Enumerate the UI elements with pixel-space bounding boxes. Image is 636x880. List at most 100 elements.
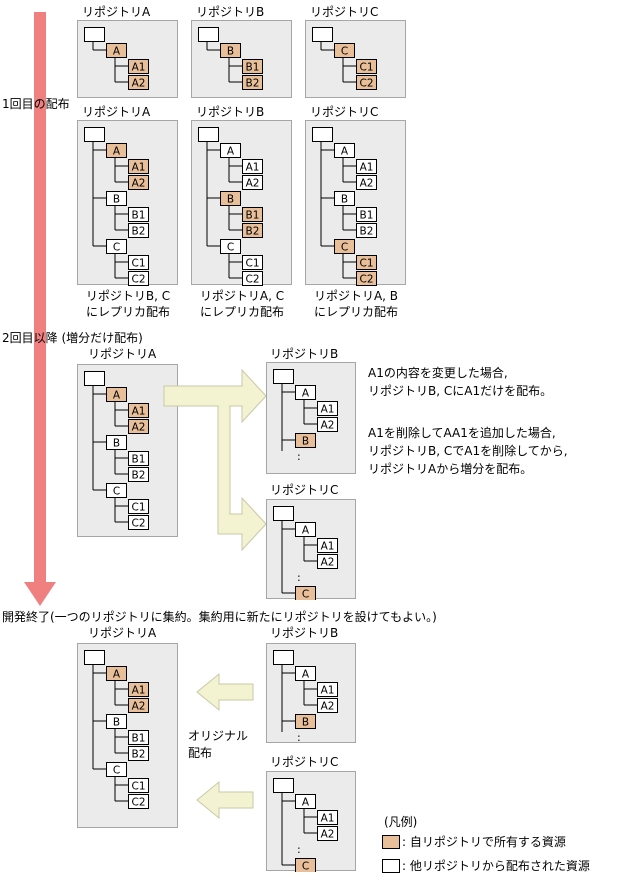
- tree-node-label-c2: C2: [131, 274, 145, 286]
- tree-node-label-a1: A1: [321, 404, 335, 416]
- repo-b-title-2: リポジトリB: [196, 105, 265, 119]
- tree-node-label-b1: B1: [132, 210, 146, 222]
- tree-node-label-a1: A1: [132, 406, 146, 418]
- tree-node-label-a2: A2: [132, 422, 146, 434]
- tree-node-a: [295, 794, 316, 809]
- tree-node-c2: [128, 794, 149, 809]
- tree-node-a2: [128, 75, 149, 90]
- tree-ellipsis: :: [297, 450, 301, 463]
- tree-node-label-a: A: [227, 146, 235, 158]
- tree-node-a1: [128, 403, 149, 418]
- tree-node-c: [220, 239, 241, 254]
- tree-node-a1: [317, 682, 338, 697]
- tree-node-c1: [356, 255, 377, 270]
- tree-node-b2: [128, 746, 149, 761]
- tree-node-label-a2: A2: [132, 78, 146, 90]
- tree-node-b2: [356, 223, 377, 238]
- repo-a-title-2: リポジトリA: [82, 105, 151, 119]
- tree-node-c: [295, 586, 316, 600]
- tree-node-label-a: A: [113, 146, 121, 158]
- tree-node-c1: [128, 778, 149, 793]
- tree-node-b2: [242, 75, 263, 90]
- tree-node-b1: [128, 730, 149, 745]
- tree-node-label-a2: A2: [132, 178, 146, 190]
- tree-node-b: [106, 435, 127, 450]
- tree-node-a1: [356, 159, 377, 174]
- caption-a-line2: にレプリカ配布: [85, 305, 170, 319]
- tree-node-label-c: C: [113, 765, 120, 777]
- tree-node-label-c: C: [341, 242, 348, 254]
- tree-node-label-a2: A2: [360, 178, 374, 190]
- tree-node-a: [106, 666, 127, 681]
- tree-node-a1: [128, 682, 149, 697]
- tree-node-c2: [242, 271, 263, 286]
- tree-node-b: [295, 433, 316, 448]
- tree-node-label-b: B: [113, 194, 120, 206]
- tree-root-box: [84, 27, 105, 42]
- timeline-arrow: [24, 12, 56, 606]
- phase2-label: 2回目以降 (増分だけ配布): [2, 331, 143, 345]
- tree-node-label-c: C: [113, 242, 120, 254]
- tree-node-label-b2: B2: [132, 749, 146, 761]
- tree-node-a: [106, 387, 127, 402]
- tree-node-a1: [242, 159, 263, 174]
- return-arrow-c: [196, 780, 254, 820]
- tree-node-label-a2: A2: [132, 701, 146, 713]
- tree-node-a1: [317, 401, 338, 416]
- tree-node-label-b2: B2: [360, 226, 374, 238]
- tree-root-box: [84, 371, 105, 386]
- tree-node-label-a: A: [113, 669, 121, 681]
- tree-node-label-a1: A1: [132, 62, 146, 74]
- tree-node-label-a1: A1: [132, 162, 146, 174]
- caption-c-line2: にレプリカ配布: [313, 305, 398, 319]
- tree-node-a: [106, 43, 127, 58]
- tree-node-label-a2: A2: [321, 701, 335, 713]
- tree-root-box: [198, 27, 219, 42]
- tree-node-label-a: A: [302, 797, 310, 809]
- tree-node-b: [334, 191, 355, 206]
- tree-node-label-c: C: [341, 46, 348, 58]
- tree-node-b: [106, 191, 127, 206]
- tree-node-label-a: A: [302, 388, 310, 400]
- tree-node-a2: [317, 698, 338, 713]
- tree-node-label-a1: A1: [246, 162, 260, 174]
- tree-node-label-c1: C1: [131, 502, 145, 514]
- return-arrow-b: [196, 672, 254, 712]
- tree-node-c2: [128, 515, 149, 530]
- tree-root-box: [312, 127, 333, 142]
- tree-node-label-c1: C1: [131, 781, 145, 793]
- tree-node-label-b1: B1: [132, 733, 146, 745]
- tree-node-c: [106, 483, 127, 498]
- tree-ellipsis: :: [297, 571, 301, 584]
- tree-node-a2: [317, 417, 338, 432]
- tree-ellipsis: :: [297, 731, 301, 744]
- tree-node-c1: [356, 59, 377, 74]
- tree-node-label-b2: B2: [246, 226, 260, 238]
- tree-root-box: [198, 127, 219, 142]
- repo-c-title-4: リポジトリC: [270, 755, 339, 769]
- note-change: A1の内容を変更した場合, リポジトリB, CにA1だけを配布。: [368, 366, 553, 398]
- tree-node-b2: [128, 467, 149, 482]
- legend-own-swatch: [382, 835, 400, 849]
- tree-node-c1: [128, 499, 149, 514]
- repo-b-title-4: リポジトリB: [270, 626, 339, 640]
- tree-node-label-b: B: [113, 438, 120, 450]
- tree-root-box: [273, 650, 294, 665]
- tree-root-box: [84, 650, 105, 665]
- tree-node-a2: [317, 826, 338, 841]
- tree-node-label-b: B: [227, 46, 234, 58]
- tree-node-a2: [242, 175, 263, 190]
- tree-node-label-c2: C2: [131, 518, 145, 530]
- repo-a-title: リポジトリA: [82, 5, 151, 19]
